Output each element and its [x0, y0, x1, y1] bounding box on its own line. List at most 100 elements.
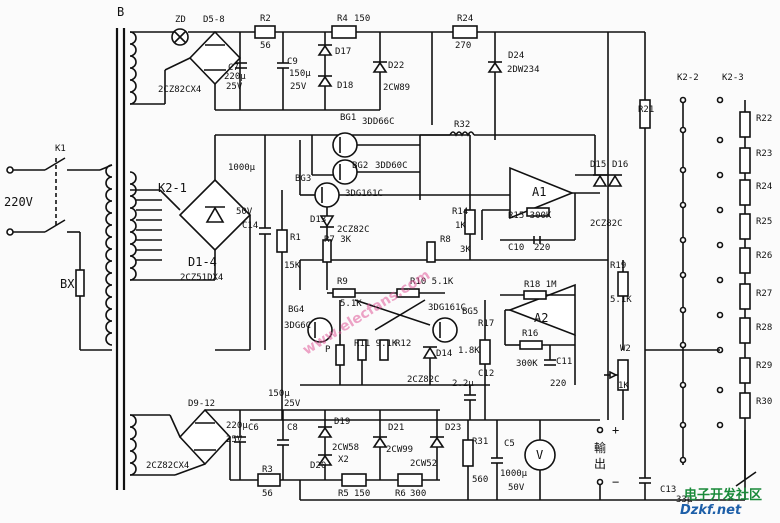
c14-voltage: 50V [236, 207, 253, 217]
r12-label: R12 [395, 339, 412, 349]
r15-label: R15 300K [508, 211, 552, 221]
r3-value: 56 [262, 489, 273, 499]
d14-type: 2CZ82C [407, 375, 440, 385]
r1-value: 15K [284, 261, 301, 271]
r6-value: 300 [410, 489, 427, 499]
fuse-label: BX [60, 277, 75, 291]
d24-type: 2DW234 [507, 65, 540, 75]
r4-label: R4 [337, 14, 348, 24]
r5-value: 150 [354, 489, 371, 499]
pot-p-label: P [325, 345, 331, 355]
r1-label: R1 [290, 233, 301, 243]
bg5-label: BG5 [462, 307, 479, 317]
d19-type: 2CW58 [332, 443, 360, 453]
c14-label: C14 [242, 221, 259, 231]
r17-value: 1.8K [458, 346, 480, 356]
r17-label: R17 [478, 319, 495, 329]
d9-12-label: D9-12 [188, 399, 216, 409]
r23-label: R23 [756, 149, 773, 159]
r31-value: 560 [472, 475, 489, 485]
c7-voltage: 25V [226, 82, 243, 92]
c5-label: C5 [504, 439, 515, 449]
d21-label: D21 [388, 423, 405, 433]
mains-input [6, 157, 113, 351]
c10-label: C10 [508, 243, 525, 253]
d23-label: D23 [445, 423, 462, 433]
d19-label: D19 [334, 417, 351, 427]
d24-label: D24 [508, 51, 525, 61]
r8-label: R8 [440, 235, 451, 245]
r3-label: R3 [262, 465, 273, 475]
k2-3-label: K2-3 [722, 73, 744, 83]
c9-value: 150μ [289, 69, 311, 79]
zd-label: ZD [175, 15, 186, 25]
output-minus: − [612, 475, 620, 489]
bg4-type: 3DG6C [284, 321, 312, 331]
c8-label: C8 [287, 423, 298, 433]
range-switch-k2-2 [645, 96, 687, 465]
k2-2-label: K2-2 [677, 73, 699, 83]
d5-8-label: D5-8 [203, 15, 225, 25]
r14-label: R14 [452, 207, 469, 217]
r5-label: R5 [338, 489, 349, 499]
output-plus: + [612, 423, 620, 437]
watermark-site-cn: 电子开发社区 [684, 488, 763, 503]
c10-value: 220 [534, 243, 551, 253]
bg2-type: 3DD60C [375, 161, 408, 171]
bg3-type: 3DG161C [345, 189, 383, 199]
a1-label: A1 [532, 185, 547, 199]
r21-label: R21 [638, 105, 655, 115]
c13-value: 33μ [676, 495, 693, 505]
w2-label: W2 [620, 344, 631, 354]
r19-label: R19 [610, 261, 627, 271]
d20-label: D20 [310, 461, 327, 471]
d19-count: X2 [338, 455, 349, 465]
r30-label: R30 [756, 397, 773, 407]
c13-label: C13 [660, 485, 677, 495]
c9-voltage: 25V [290, 82, 307, 92]
k2-1-label: K2-1 [158, 181, 187, 195]
d17-label: D17 [335, 47, 352, 57]
r14-value: 1K [455, 221, 466, 231]
a2-label: A2 [534, 311, 549, 325]
c6-label: C6 [248, 423, 259, 433]
r25-label: R25 [756, 217, 773, 227]
pass-transistors [299, 131, 608, 290]
bridge2-label: 2CZ82CX4 [146, 461, 190, 471]
r16-label: R16 [522, 329, 539, 339]
d14-label: D14 [436, 349, 453, 359]
c5-voltage: 50V [508, 483, 525, 493]
top-supply [130, 25, 651, 420]
r24r-label: R24 [756, 182, 773, 192]
c7-label: C7 [228, 63, 239, 73]
output-section [300, 350, 745, 501]
r11-label: R11 9.1K [354, 339, 398, 349]
bg1-type: 3DD66C [362, 117, 395, 127]
bottom-supply [130, 408, 445, 500]
r6-label: R6 [395, 489, 406, 499]
op-amp-a2 [500, 260, 629, 420]
d13-label: D13 [310, 215, 327, 225]
output-label-2: 出 [594, 457, 607, 471]
watermark-site-url: Dzkf.net [680, 503, 742, 518]
c5-value: 1000μ [500, 469, 528, 479]
r19-value: 5.1K [610, 295, 632, 305]
c6-voltage: 25V [226, 435, 243, 445]
r26-label: R26 [756, 251, 773, 261]
r24-value: 270 [455, 41, 472, 51]
d22-type: 2CW89 [383, 83, 411, 93]
voltmeter-label: V [536, 448, 544, 462]
r22-label: R22 [756, 114, 773, 124]
transformer-label: B [117, 5, 125, 19]
d13-type: 2CZ82C [337, 225, 370, 235]
output-label-1: 輸 [594, 441, 607, 455]
r8-value: 3K [460, 245, 471, 255]
mains-voltage: 220V [4, 195, 33, 209]
r4-value: 150 [354, 14, 371, 24]
d18-label: D18 [337, 81, 354, 91]
r18-label: R18 1M [524, 280, 557, 290]
c8-voltage: 25V [284, 399, 301, 409]
d23-type: 2CW52 [410, 459, 438, 469]
bg5-type: 3DG161C [428, 303, 466, 313]
r29-label: R29 [756, 361, 773, 371]
